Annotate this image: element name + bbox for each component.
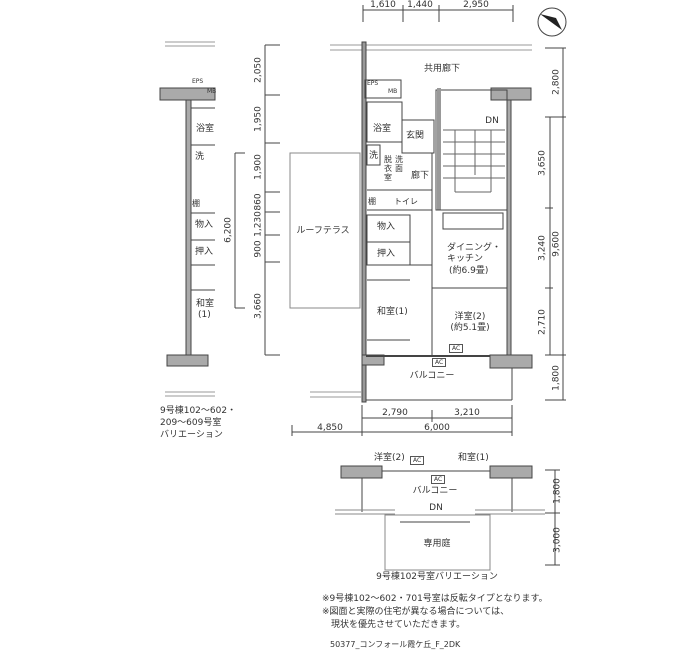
label-balcony: バルコニー xyxy=(409,371,455,381)
top-dim-1: 1,610 xyxy=(370,0,396,10)
label-eps: EPS xyxy=(367,80,379,87)
top-dimension-line xyxy=(362,5,514,22)
label-bath: 浴室 xyxy=(373,124,392,134)
label-toilet: トイレ xyxy=(394,197,418,206)
label-kitchen: キッチン xyxy=(447,254,484,264)
label-yoshitsu-size: (約5.1畳) xyxy=(450,323,490,333)
label-washitsu: 和室(1) xyxy=(377,307,408,317)
label-entrance: 玄関 xyxy=(406,131,425,141)
var-left-washitsu-num: (1) xyxy=(198,310,211,320)
label-dressing: 脱衣室 xyxy=(384,155,392,182)
left-dim-3: 1,900 xyxy=(253,154,264,180)
roof-terrace-outline xyxy=(289,152,361,309)
right-dim-2: 3,650 xyxy=(537,150,548,176)
note-2: ※図面と実際の住宅が異なる場合については、 xyxy=(322,607,510,617)
label-dk-size: (約6.9畳) xyxy=(449,266,489,276)
var-left-shelf: 棚 xyxy=(192,199,200,208)
left-dim-2: 1,950 xyxy=(253,106,264,132)
var-left-mb: MB xyxy=(207,88,217,95)
left-dimension-line xyxy=(234,44,280,356)
var-left-closet: 押入 xyxy=(195,247,214,257)
bottom-dim-2: 3,210 xyxy=(454,408,480,418)
right-dim-5: 1,800 xyxy=(551,365,562,391)
var-left-bath: 浴室 xyxy=(196,124,215,134)
bottom-dim-1: 2,790 xyxy=(382,408,408,418)
left-dim-6: 900 xyxy=(253,240,264,258)
var-left-eps: EPS xyxy=(192,78,204,85)
left-dim-4: 860 xyxy=(253,193,264,211)
var-bottom-balcony: バルコニー xyxy=(412,486,458,496)
left-variation-walls xyxy=(159,41,216,397)
bottom-dimension-line xyxy=(291,405,513,436)
note-3: 現状を優先させていただきます。 xyxy=(322,620,466,630)
var-bottom-garden: 専用庭 xyxy=(423,539,451,549)
right-dim-1: 2,800 xyxy=(551,69,562,95)
label-hallway: 廊下 xyxy=(411,171,430,181)
var-left-caption-3: バリエーション xyxy=(160,430,223,440)
var-left-caption-2: 209～609号室 xyxy=(160,418,222,428)
label-roof-terrace: ルーフテラス xyxy=(296,226,350,236)
right-dim-3: 3,240 xyxy=(537,235,548,261)
var-bottom-washitsu: 和室(1) xyxy=(458,453,489,463)
label-yoshitsu: 洋室(2) xyxy=(454,312,486,322)
label-stairs-dn: DN xyxy=(485,116,499,126)
top-dim-2: 1,440 xyxy=(407,0,433,10)
var-bottom-yoshitsu: 洋室(2) xyxy=(374,453,405,463)
left-dim-7: 3,660 xyxy=(253,293,264,319)
var-bottom-dn: DN xyxy=(429,503,443,513)
var-bottom-dim-2: 3,000 xyxy=(552,527,563,553)
var-bottom-caption: 9号棟102号室バリエーション xyxy=(376,572,498,582)
north-compass-icon xyxy=(537,7,567,37)
bottom-variation-walls xyxy=(335,465,560,571)
var-left-washitsu: 和室 xyxy=(196,299,215,309)
ac-unit-marker: AC xyxy=(431,475,446,484)
label-common-corridor: 共用廊下 xyxy=(423,64,461,74)
label-storage: 物入 xyxy=(377,222,396,232)
right-dimension-line xyxy=(545,47,566,401)
footer-code: 50377_コンフォール霞ケ丘_F_2DK xyxy=(330,640,461,649)
label-dining: ダイニング・ xyxy=(447,243,502,253)
var-left-caption-1: 9号棟102～602・ xyxy=(160,406,237,416)
left-dim-5: 1,230 xyxy=(253,211,264,237)
label-shelf: 棚 xyxy=(368,197,376,206)
main-unit-walls xyxy=(310,41,533,403)
ac-unit-marker: AC xyxy=(410,456,425,465)
bottom-dim-total-2: 6,000 xyxy=(424,423,450,433)
left-dim-1: 2,050 xyxy=(253,57,264,83)
label-washroom: 洗面 xyxy=(395,155,403,173)
ac-unit-marker: AC xyxy=(432,358,447,367)
var-left-storage: 物入 xyxy=(195,220,214,230)
note-1: ※9号棟102～602・701号室は反転タイプとなります。 xyxy=(322,594,548,604)
var-left-washer: 洗 xyxy=(195,152,205,162)
left-dim-total: 6,200 xyxy=(223,217,234,243)
label-closet: 押入 xyxy=(377,249,396,259)
bottom-dim-total-1: 4,850 xyxy=(317,423,343,433)
ac-unit-marker: AC xyxy=(449,344,464,353)
var-bottom-dim-1: 1,800 xyxy=(552,478,563,504)
right-dim-total: 9,600 xyxy=(551,231,562,257)
top-dim-3: 2,950 xyxy=(463,0,489,10)
label-mb: MB xyxy=(388,88,398,95)
label-washer: 洗 xyxy=(369,151,379,161)
right-dim-4: 2,710 xyxy=(537,309,548,335)
